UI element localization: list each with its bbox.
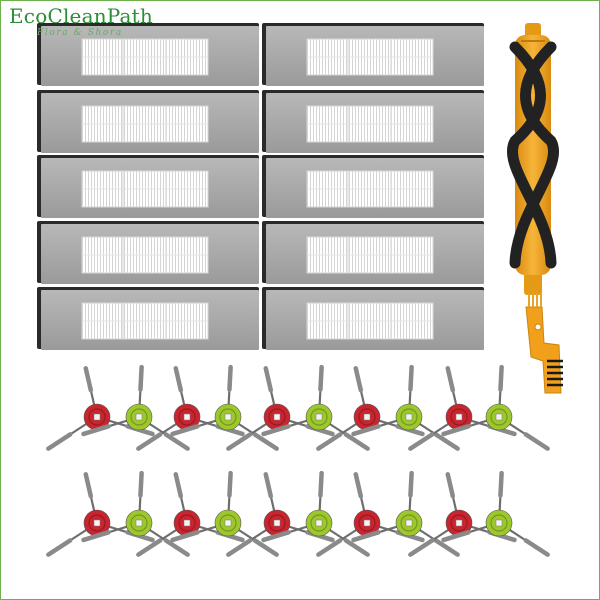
side-brush-bristle [173, 366, 184, 393]
side-brush-bristle [163, 538, 190, 557]
side-brush-bristle [441, 530, 471, 543]
side-brush-bristle [318, 364, 324, 392]
hepa-filter [262, 287, 484, 350]
side-brush-bristle [261, 424, 291, 437]
side-brush-bristle [408, 364, 414, 392]
side-brush-bristle [498, 470, 504, 498]
hepa-filter [37, 287, 259, 350]
side-brush-bristle [83, 366, 94, 393]
side-brush-bristle [227, 470, 233, 498]
side-brush-bristle [343, 432, 370, 451]
brand-logo: EcoCleanPath Flora & Shora [9, 4, 199, 42]
side-brush-group [46, 364, 550, 557]
side-brush-bristle [351, 424, 381, 437]
side-brush-bristle [261, 530, 291, 543]
roller-bristle-strip [507, 41, 557, 269]
side-brush [136, 472, 245, 557]
side-brush-bristle [138, 470, 144, 498]
side-brush-bristle [318, 470, 324, 498]
side-brush-bristle [316, 538, 343, 557]
side-brush [261, 470, 370, 557]
side-brush-bristle [226, 432, 253, 451]
side-brush-bristle [433, 432, 460, 451]
side-brush [351, 364, 460, 451]
hepa-filter [262, 90, 484, 153]
hepa-filter-group [37, 23, 484, 350]
side-brush-bristle [523, 432, 550, 451]
side-brush-bristle [498, 364, 504, 392]
side-brush-bristle [46, 432, 73, 451]
side-brush-bristle [81, 424, 111, 437]
side-brush-bristle [138, 364, 144, 392]
side-brush [170, 364, 279, 451]
side-brush-bristle [46, 538, 73, 557]
side-brush [441, 364, 550, 451]
side-brush-bristle [170, 424, 200, 437]
hepa-filter [37, 221, 259, 284]
roller-bristle-strip [509, 41, 559, 269]
side-brush-bristle [408, 470, 414, 498]
side-brush-bristle [351, 530, 381, 543]
side-brush [408, 472, 517, 557]
brand-name: EcoCleanPath [9, 4, 153, 28]
side-brush-bristle [226, 538, 253, 557]
roller-end-cap [524, 273, 542, 295]
hepa-filter [37, 155, 259, 218]
main-roller-brush [507, 23, 559, 295]
hepa-filter [262, 23, 484, 86]
side-brush [46, 366, 155, 451]
side-brush-bristle [81, 530, 111, 543]
hepa-filter [37, 90, 259, 153]
side-brush [351, 470, 460, 557]
cleaning-tool [525, 293, 563, 394]
side-brush-bristle [263, 366, 274, 393]
hepa-filter [262, 221, 484, 284]
side-brush-bristle [170, 530, 200, 543]
side-brush-bristle [263, 472, 274, 499]
side-brush-bristle [252, 538, 279, 557]
side-brush [81, 470, 190, 557]
side-brush-bristle [408, 432, 435, 451]
side-brush-bristle [252, 432, 279, 451]
side-brush-bristle [136, 432, 163, 451]
side-brush-bristle [445, 366, 456, 393]
side-brush-bristle [136, 538, 163, 557]
side-brush-bristle [353, 472, 364, 499]
side-brush-bristle [83, 472, 94, 499]
side-brush [136, 366, 245, 451]
hepa-filter [37, 23, 259, 86]
side-brush-bristle [316, 432, 343, 451]
side-brush [226, 472, 335, 557]
side-brush [441, 470, 550, 557]
side-brush-bristle [441, 424, 471, 437]
side-brush-bristle [353, 366, 364, 393]
side-brush-bristle [343, 538, 370, 557]
side-brush-bristle [408, 538, 435, 557]
side-brush-bristle [445, 472, 456, 499]
side-brush-bristle [523, 538, 550, 557]
side-brush-bristle [433, 538, 460, 557]
tool-body [525, 306, 562, 394]
side-brush [261, 364, 370, 451]
side-brush-bristle [163, 432, 190, 451]
side-brush-bristle [173, 472, 184, 499]
hepa-filter [262, 155, 484, 218]
side-brush-bristle [227, 364, 233, 392]
brand-tagline: Flora & Shora [37, 28, 123, 38]
side-brush [170, 470, 279, 557]
side-brush [316, 366, 425, 451]
side-brush [81, 364, 190, 451]
